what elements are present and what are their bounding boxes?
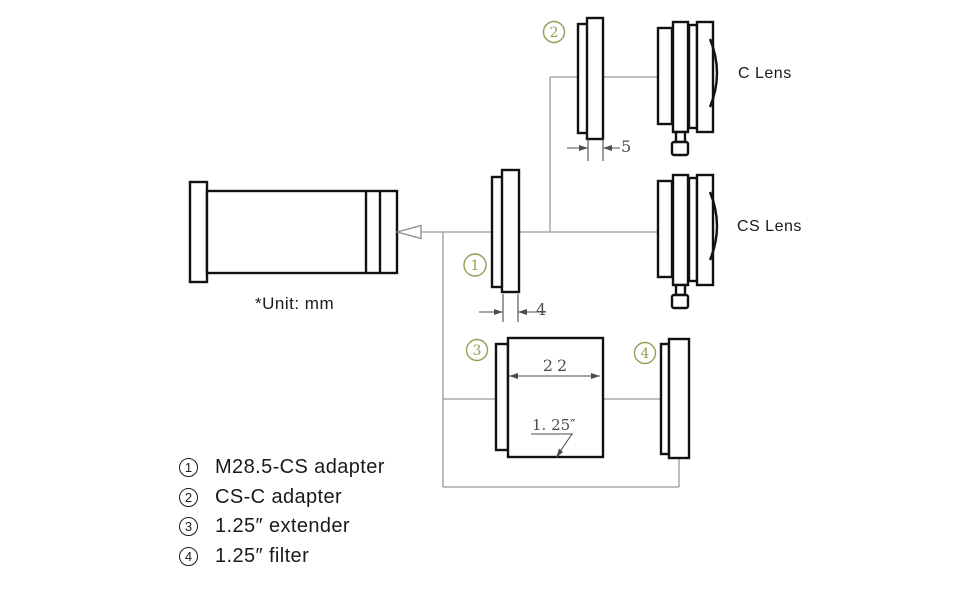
legend-label-1: M28.5-CS adapter	[215, 456, 385, 478]
extender-body	[506, 336, 605, 459]
legend-item-filter: 4 1.25″ filter	[179, 544, 385, 567]
extender-125	[494, 336, 605, 459]
dim125-value: 1. 25″	[532, 416, 576, 434]
legend-item-cs-c-adapter: 2 CS-C adapter	[179, 485, 385, 508]
legend: 1 M28.5-CS adapter 2 CS-C adapter 3 1.25…	[179, 456, 385, 567]
legend-item-extender: 3 1.25″ extender	[179, 515, 385, 537]
c-lens-stem	[674, 130, 687, 144]
dimension-5: 5	[567, 137, 631, 161]
dimension-125: 1. 25″	[531, 416, 576, 458]
legend-item-m285-cs-adapter: 1 M28.5-CS adapter	[179, 456, 385, 478]
c-lens-ring1	[671, 20, 690, 134]
callouts: 1 2 3 4	[463, 20, 657, 365]
dim22-arrow-left-icon	[509, 373, 518, 379]
cs-c-adapter	[576, 16, 605, 141]
dimension-4: 4	[479, 294, 546, 322]
dim4-arrow-right-icon	[518, 309, 527, 315]
dim22-value: 22	[543, 356, 571, 375]
unit-note: *Unit: mm	[255, 294, 334, 313]
legend-badge-1: 1	[179, 458, 198, 477]
cs-lens	[656, 173, 719, 310]
cs-lens-knob	[670, 293, 690, 310]
callout-2-circle	[542, 20, 566, 44]
adapter2-body	[585, 16, 605, 141]
cs-lens-stem	[674, 283, 687, 297]
dimension-22: 22	[509, 356, 600, 379]
callout-1-num: 1	[471, 258, 480, 274]
dim5-arrow-right-icon	[603, 145, 612, 151]
dim4-arrow-left-icon	[494, 309, 503, 315]
c-lens-label: C Lens	[738, 65, 792, 82]
cs-lens-glass-curve	[708, 191, 719, 261]
legend-label-2: CS-C adapter	[215, 485, 343, 508]
cs-lens-front	[695, 173, 715, 287]
callout-2-num: 2	[550, 25, 559, 41]
legend-badge-2: 2	[179, 487, 198, 507]
dim125-arrow-icon	[556, 448, 563, 458]
cs-lens-ring1	[671, 173, 690, 287]
filter-125	[659, 337, 691, 460]
adapter1-body	[500, 168, 521, 294]
c-lens-ring2	[687, 23, 699, 130]
dim4-value: 4	[536, 300, 546, 319]
cs-lens-ring2	[687, 176, 699, 283]
callout-4-num: 4	[641, 346, 650, 362]
extender-lip	[494, 342, 510, 452]
callout-1-circle	[463, 253, 487, 277]
callout-3-circle	[465, 338, 489, 362]
c-lens-front	[695, 20, 715, 134]
filter-body	[667, 337, 691, 460]
legend-badge-4: 4	[179, 546, 198, 566]
legend-label-4: 1.25″ filter	[215, 544, 310, 567]
c-lens	[656, 20, 719, 157]
dim5-value: 5	[621, 137, 631, 156]
m285-cs-adapter	[490, 168, 521, 294]
dim5-arrow-left-icon	[579, 145, 588, 151]
legend-badge-3: 3	[179, 517, 198, 536]
camera-flange	[188, 180, 209, 284]
connector-lines	[421, 76, 680, 488]
c-lens-mount	[656, 26, 674, 126]
callout-4-circle	[633, 341, 657, 365]
dim22-arrow-right-icon	[591, 373, 600, 379]
filter-lip	[659, 342, 671, 456]
camera-barrel	[205, 189, 399, 275]
legend-label-3: 1.25″ extender	[215, 515, 350, 537]
cs-lens-mount	[656, 179, 674, 279]
c-lens-knob	[670, 140, 690, 157]
cs-lens-label: CS Lens	[737, 218, 802, 235]
camera-pointer-arrow-icon	[394, 224, 422, 240]
c-lens-glass-curve	[708, 38, 719, 108]
camera-body	[188, 180, 422, 284]
callout-3-num: 3	[473, 343, 482, 359]
